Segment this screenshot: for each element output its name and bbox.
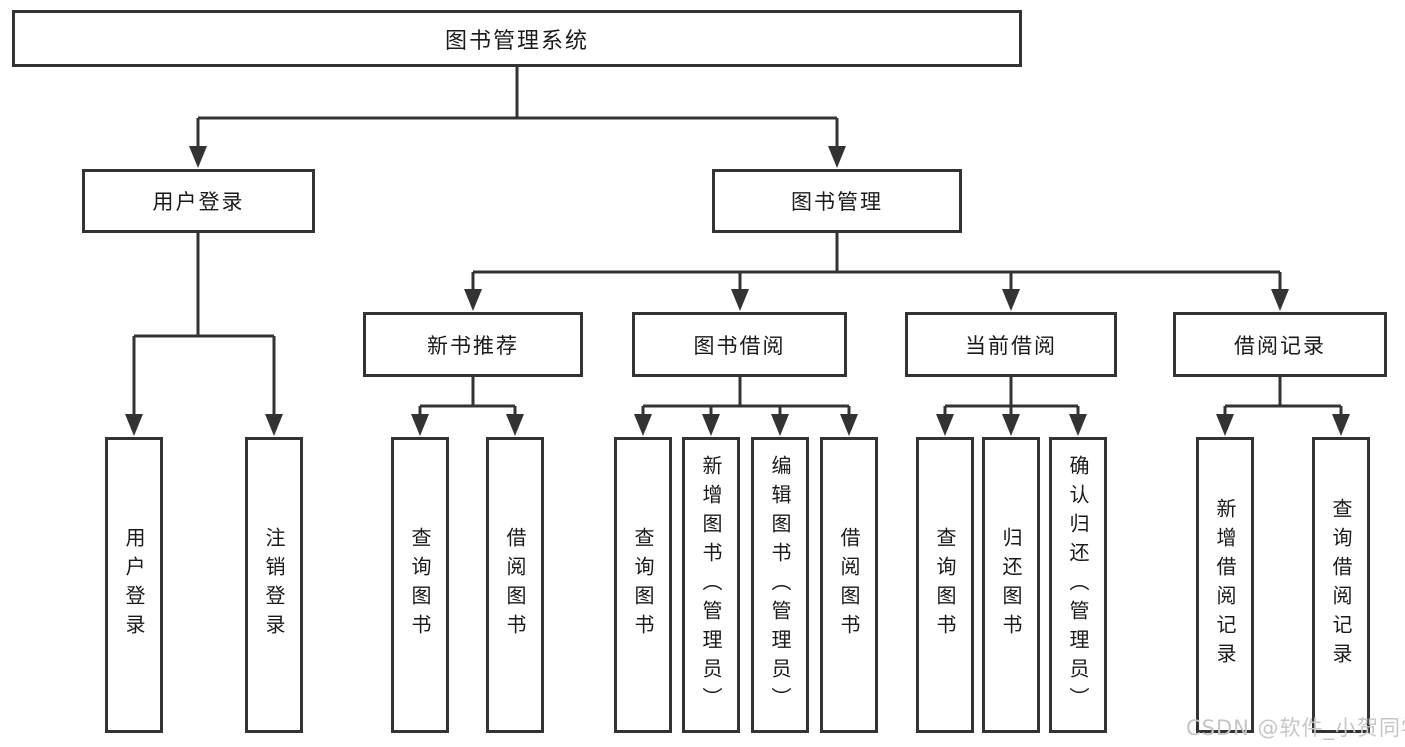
leaf-borrow-books-recommend: 借阅图书 — [486, 437, 544, 733]
leaf-edit-book-admin: 编辑图书（管理员） — [751, 437, 809, 733]
leaf-query-books-borrow: 查询图书 — [614, 437, 672, 733]
node-current-borrow: 当前借阅 — [905, 312, 1117, 377]
node-root-system: 图书管理系统 — [12, 10, 1022, 67]
leaf-query-borrow-record: 查询借阅记录 — [1312, 437, 1370, 733]
tree-edges — [132, 67, 1343, 421]
node-book-borrow: 图书借阅 — [632, 312, 847, 377]
leaf-query-books-current: 查询图书 — [916, 437, 974, 733]
leaf-user-login: 用户登录 — [105, 437, 163, 733]
leaf-logout: 注销登录 — [245, 437, 303, 733]
leaf-add-book-admin: 新增图书（管理员） — [682, 437, 740, 733]
node-book-management: 图书管理 — [712, 169, 962, 233]
leaf-query-books-recommend: 查询图书 — [391, 437, 449, 733]
node-user-login: 用户登录 — [82, 169, 315, 233]
leaf-return-book: 归还图书 — [982, 437, 1040, 733]
node-borrow-records: 借阅记录 — [1173, 312, 1387, 377]
node-new-book-recommend: 新书推荐 — [363, 312, 583, 377]
leaf-confirm-return-admin: 确认归还（管理员） — [1049, 437, 1107, 733]
leaf-add-borrow-record: 新增借阅记录 — [1196, 437, 1254, 733]
leaf-borrow-books: 借阅图书 — [820, 437, 878, 733]
arrowheads — [125, 146, 1350, 436]
csdn-watermark: CSDN @软件_小贺同学 — [1186, 716, 1405, 740]
